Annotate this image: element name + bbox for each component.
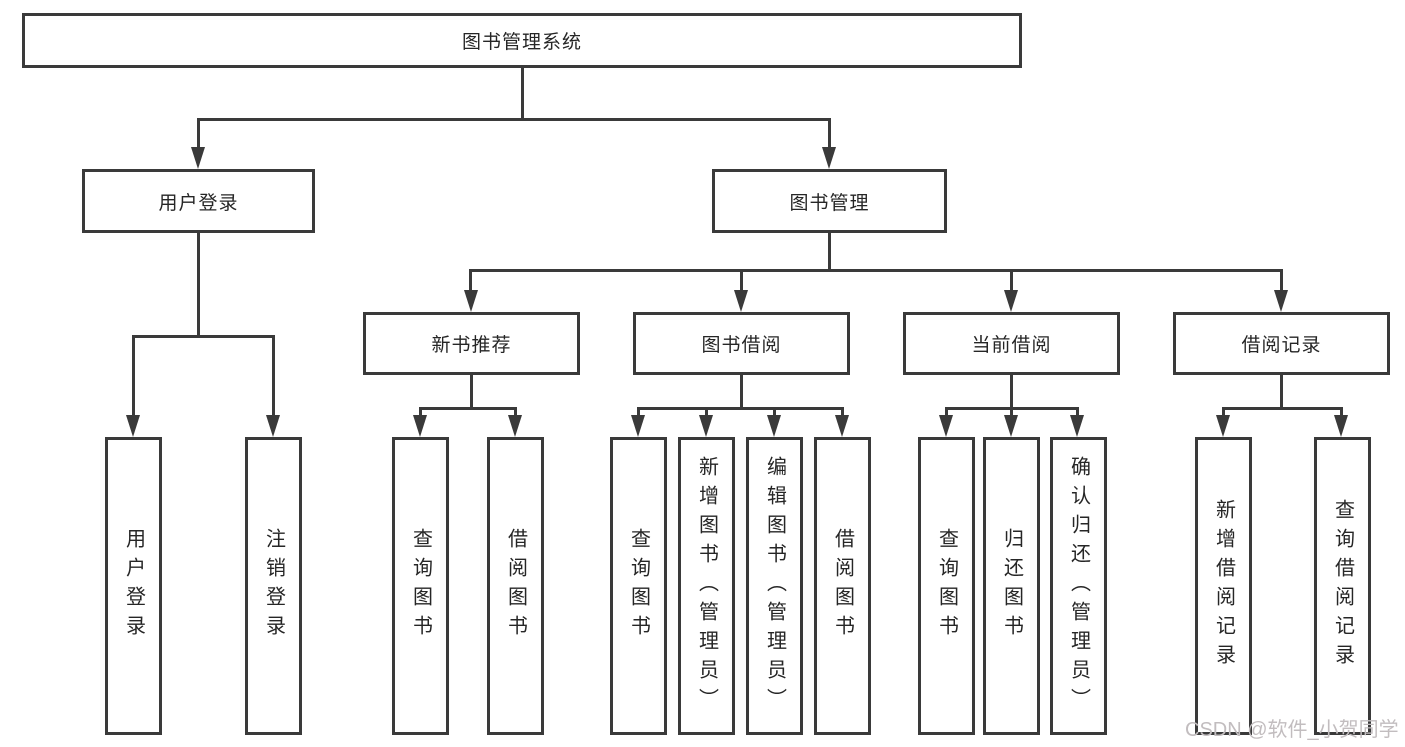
arrow-down-icon xyxy=(835,415,849,437)
arrow-down-icon xyxy=(1216,415,1230,437)
arrow-down-icon xyxy=(508,415,522,437)
arrow-down-icon xyxy=(939,415,953,437)
leaf-label: 新增借阅记录 xyxy=(1212,499,1235,673)
leaf-label: 确认归还（管理员） xyxy=(1067,455,1090,717)
leaf-label: 编辑图书（管理员） xyxy=(763,455,786,717)
connector-group-bar xyxy=(637,407,844,410)
leaf-add-borrow-record: 新增借阅记录 xyxy=(1195,437,1252,735)
leaf-recommend-query-books: 查询图书 xyxy=(392,437,449,735)
leaf-current-query-books: 查询图书 xyxy=(918,437,975,735)
arrow-down-icon xyxy=(734,290,748,312)
leaf-label: 用户登录 xyxy=(122,528,145,644)
node-book-management: 图书管理 xyxy=(712,169,947,233)
connector-leaf-drop xyxy=(1340,407,1343,418)
leaf-label: 借阅图书 xyxy=(831,528,854,644)
connector-l3-drop xyxy=(740,269,743,292)
leaf-label: 查询图书 xyxy=(935,528,958,644)
leaf-label: 查询图书 xyxy=(627,528,650,644)
connector-group-bar xyxy=(1222,407,1343,410)
arrow-down-icon xyxy=(767,415,781,437)
connector-group-drop xyxy=(1280,375,1283,410)
node-label: 借阅记录 xyxy=(1241,335,1322,356)
node-label: 新书推荐 xyxy=(431,335,512,356)
node-label: 当前借阅 xyxy=(971,335,1052,356)
connector-group-drop xyxy=(740,375,743,410)
leaf-borrow-books: 借阅图书 xyxy=(814,437,871,735)
node-label: 用户登录 xyxy=(158,192,239,214)
leaf-edit-books-admin: 编辑图书（管理员） xyxy=(746,437,803,735)
connector-leaf-drop xyxy=(132,335,135,417)
arrow-down-icon xyxy=(631,415,645,437)
arrow-down-icon xyxy=(822,147,836,169)
csdn-watermark: CSDN @软件_小贺同学 xyxy=(1185,719,1399,741)
arrow-down-icon xyxy=(1004,290,1018,312)
connector-group-bar xyxy=(419,407,517,410)
leaf-label: 注销登录 xyxy=(262,528,285,644)
connector-leaf-drop xyxy=(637,407,640,418)
leaf-add-books-admin: 新增图书（管理员） xyxy=(678,437,735,735)
node-book-borrowing: 图书借阅 xyxy=(633,312,850,375)
leaf-user-login: 用户登录 xyxy=(105,437,162,735)
connector-mgmt-drop xyxy=(828,233,831,271)
connector-l3-drop xyxy=(1280,269,1283,292)
arrow-down-icon xyxy=(266,415,280,437)
connector-group-drop xyxy=(1010,375,1013,410)
connector-leaf-drop xyxy=(419,407,422,418)
connector-leaf-drop xyxy=(514,407,517,418)
connector-l3-drop xyxy=(1010,269,1013,292)
leaf-label: 查询借阅记录 xyxy=(1331,499,1354,673)
node-label: 图书管理 xyxy=(789,192,870,214)
connector-leaf-drop xyxy=(1222,407,1225,418)
leaf-query-borrow-record: 查询借阅记录 xyxy=(1314,437,1371,735)
arrow-down-icon xyxy=(1004,415,1018,437)
connector-leaf-drop xyxy=(1076,407,1079,418)
connector-leaf-drop xyxy=(272,335,275,417)
arrow-down-icon xyxy=(126,415,140,437)
connector-mgmt-bar xyxy=(469,269,1283,272)
connector-login-drop xyxy=(197,233,200,338)
connector-leaf-drop xyxy=(1010,407,1013,418)
node-label: 图书借阅 xyxy=(701,335,782,356)
leaf-logout: 注销登录 xyxy=(245,437,302,735)
node-label: 图书管理系统 xyxy=(461,32,582,53)
leaf-borrowing-query-books: 查询图书 xyxy=(610,437,667,735)
leaf-label: 查询图书 xyxy=(409,528,432,644)
arrow-down-icon xyxy=(1274,290,1288,312)
arrow-down-icon xyxy=(413,415,427,437)
connector-group-drop xyxy=(470,375,473,410)
connector-root-bar xyxy=(197,118,831,121)
connector-leaf-drop xyxy=(841,407,844,418)
arrow-down-icon xyxy=(1070,415,1084,437)
leaf-label: 借阅图书 xyxy=(504,528,527,644)
leaf-label: 新增图书（管理员） xyxy=(695,455,718,717)
connector-leaf-drop xyxy=(705,407,708,418)
arrow-down-icon xyxy=(464,290,478,312)
node-new-book-recommend: 新书推荐 xyxy=(363,312,580,375)
node-current-borrowing: 当前借阅 xyxy=(903,312,1120,375)
leaf-return-books: 归还图书 xyxy=(983,437,1040,735)
arrow-down-icon xyxy=(699,415,713,437)
node-library-management-system: 图书管理系统 xyxy=(22,13,1022,68)
connector-leaf-drop xyxy=(945,407,948,418)
arrow-down-icon xyxy=(1334,415,1348,437)
connector-root-drop xyxy=(521,68,524,120)
arrow-down-icon xyxy=(191,147,205,169)
node-user-login: 用户登录 xyxy=(82,169,315,233)
leaf-confirm-return-admin: 确认归还（管理员） xyxy=(1050,437,1107,735)
leaf-recommend-borrow-books: 借阅图书 xyxy=(487,437,544,735)
node-borrowing-records: 借阅记录 xyxy=(1173,312,1390,375)
connector-leaf-drop xyxy=(773,407,776,418)
connector-book-mgmt-drop xyxy=(828,118,831,150)
connector-user-login-drop xyxy=(197,118,200,150)
connector-login-bar xyxy=(132,335,275,338)
leaf-label: 归还图书 xyxy=(1000,528,1023,644)
connector-l3-drop xyxy=(469,269,472,292)
